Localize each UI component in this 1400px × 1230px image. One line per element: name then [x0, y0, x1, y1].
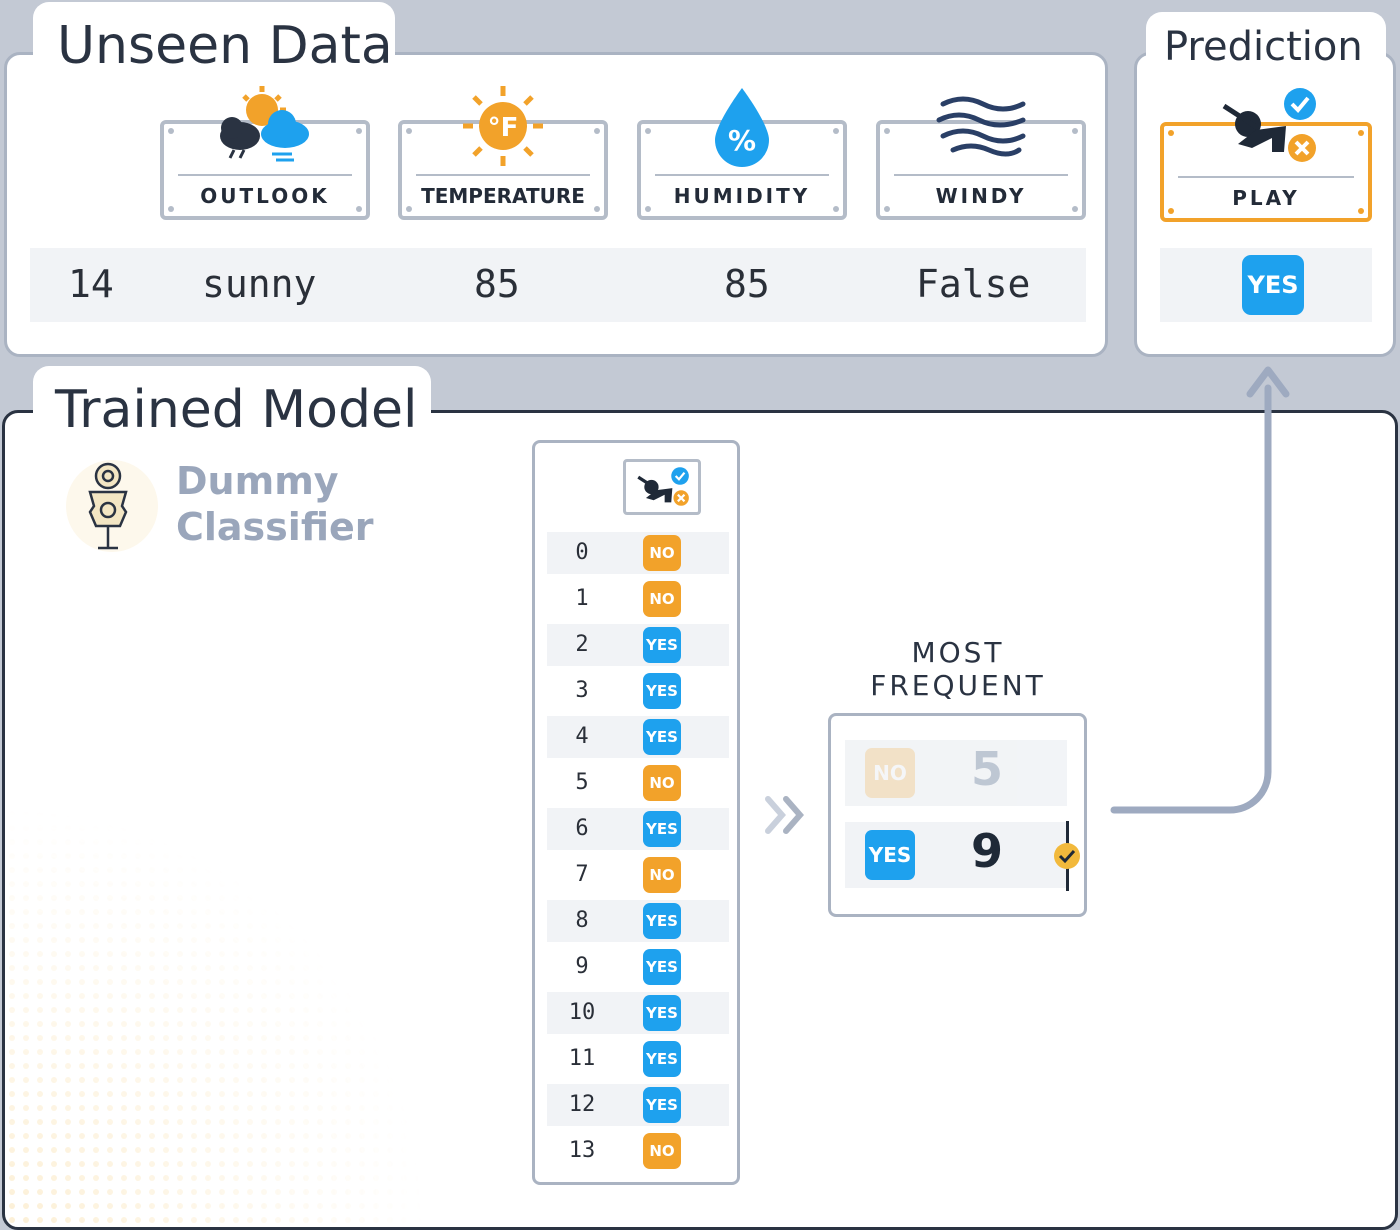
row-index: 1: [575, 586, 589, 611]
humidity-drop-icon: %: [715, 88, 769, 167]
count-no-value: 5: [971, 742, 1004, 796]
most-frequent-box: NO 5 YES 9: [828, 713, 1087, 917]
feature-card-temperature: °F TEMPERATURE: [398, 86, 608, 220]
yes-badge: YES: [643, 1087, 681, 1123]
row-index: 4: [575, 724, 589, 749]
card-divider: [416, 174, 590, 176]
thermometer-sun-icon: °F: [463, 86, 543, 166]
table-row: 0 NO: [547, 532, 729, 574]
temperature-value: 85: [474, 262, 520, 306]
no-badge: NO: [643, 765, 681, 801]
row-index: 5: [575, 770, 589, 795]
no-badge: NO: [643, 581, 681, 617]
yes-badge: YES: [643, 995, 681, 1031]
classifier-name: Dummy Classifier: [176, 458, 374, 550]
count-yes-value: 9: [971, 824, 1004, 878]
table-row: 8 YES: [547, 900, 729, 942]
count-row-yes: YES 9: [845, 822, 1067, 888]
feature-label-humidity: HUMIDITY: [673, 184, 811, 208]
row-index: 6: [575, 816, 589, 841]
feature-label-outlook: OUTLOOK: [200, 184, 330, 208]
row-index: 2: [575, 632, 589, 657]
yes-badge: YES: [643, 673, 681, 709]
table-row: 6 YES: [547, 808, 729, 850]
most-frequent-heading-line1: MOST: [911, 636, 1005, 669]
golfer-icon: [1222, 88, 1316, 162]
table-row: 4 YES: [547, 716, 729, 758]
table-row: 13 NO: [547, 1130, 729, 1172]
row-index: 11: [568, 1046, 596, 1071]
row-index: 14: [68, 262, 114, 306]
row-index: 13: [568, 1138, 596, 1163]
table-row: 1 NO: [547, 578, 729, 620]
table-row: 10 YES: [547, 992, 729, 1034]
feature-label-temperature: TEMPERATURE: [421, 184, 585, 208]
trained-model-title: Trained Model: [55, 380, 418, 440]
golfer-icon: [637, 467, 689, 506]
yes-badge: YES: [643, 949, 681, 985]
unseen-data-row: 14 sunny 85 85 False: [30, 248, 1086, 322]
count-row-no: NO 5: [845, 740, 1067, 806]
table-row: 9 YES: [547, 946, 729, 988]
svg-text:°F: °F: [488, 113, 519, 143]
most-frequent-heading: MOST FREQUENT: [828, 636, 1088, 702]
yes-badge: YES: [643, 811, 681, 847]
most-frequent-heading-line2: FREQUENT: [870, 669, 1046, 702]
yes-badge: YES: [643, 903, 681, 939]
trained-model-tab: Trained Model: [33, 366, 431, 440]
row-index: 0: [575, 540, 589, 565]
row-index: 12: [568, 1092, 596, 1117]
wind-icon: [936, 96, 1026, 157]
table-row: 12 YES: [547, 1084, 729, 1126]
row-index: 10: [568, 1000, 596, 1025]
count-no-badge: NO: [865, 748, 915, 798]
card-divider: [1178, 176, 1354, 178]
classifier-name-line1: Dummy: [176, 459, 339, 503]
outlook-value: sunny: [202, 262, 317, 306]
row-index: 7: [575, 862, 589, 887]
unseen-data-tab: Unseen Data: [33, 2, 395, 82]
feature-card-windy: WINDY: [876, 96, 1086, 220]
no-badge: NO: [643, 535, 681, 571]
unseen-data-title: Unseen Data: [57, 16, 393, 76]
prediction-title: Prediction: [1164, 24, 1363, 70]
play-label: PLAY: [1232, 186, 1300, 210]
prediction-row: YES: [1160, 248, 1372, 322]
card-divider: [894, 174, 1068, 176]
check-icon: [1054, 843, 1080, 869]
feature-card-humidity: % HUMIDITY: [637, 88, 847, 220]
result-arrow: [1110, 366, 1290, 814]
table-row: 7 NO: [547, 854, 729, 896]
feature-card-outlook: OUTLOOK: [160, 86, 370, 220]
no-badge: NO: [643, 1133, 681, 1169]
row-index: 8: [575, 908, 589, 933]
dummy-target-icon: [88, 462, 128, 550]
play-card: PLAY: [1160, 88, 1372, 222]
table-row: 3 YES: [547, 670, 729, 712]
weather-icon: [220, 86, 309, 162]
prediction-tab: Prediction: [1146, 12, 1386, 82]
prediction-value-badge: YES: [1242, 255, 1304, 315]
no-badge: NO: [643, 857, 681, 893]
classifier-name-line2: Classifier: [176, 505, 374, 549]
yes-badge: YES: [643, 1041, 681, 1077]
table-row: 2 YES: [547, 624, 729, 666]
double-chevron-right-icon: [765, 796, 804, 834]
count-yes-badge: YES: [865, 830, 915, 880]
table-row: 11 YES: [547, 1038, 729, 1080]
table-row: 5 NO: [547, 762, 729, 804]
yes-badge: YES: [643, 719, 681, 755]
row-index: 9: [575, 954, 589, 979]
play-header-card: [623, 459, 701, 515]
row-index: 3: [575, 678, 589, 703]
card-divider: [655, 174, 829, 176]
humidity-value: 85: [724, 262, 770, 306]
svg-text:%: %: [728, 124, 756, 157]
card-divider: [178, 174, 352, 176]
yes-badge: YES: [643, 627, 681, 663]
windy-value: False: [916, 262, 1031, 306]
dot-pattern-decoration: [5, 807, 425, 1227]
feature-label-windy: WINDY: [935, 184, 1027, 208]
